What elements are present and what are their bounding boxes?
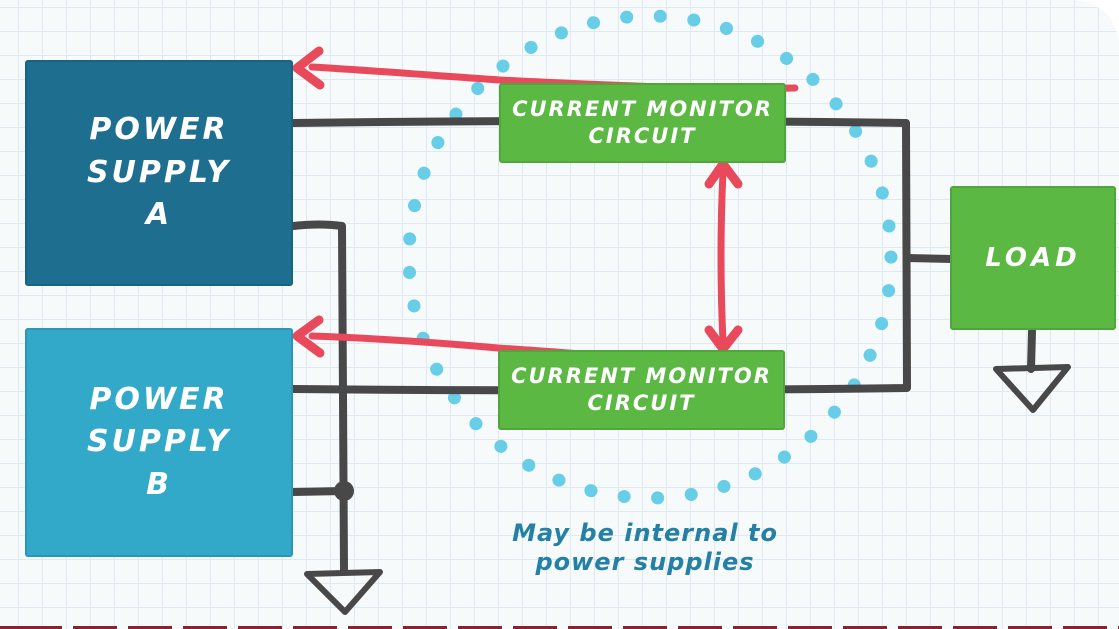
arrowhead-down-icon	[704, 325, 743, 354]
monitor-link-arrow	[717, 168, 727, 346]
ground-icon	[304, 569, 383, 615]
current-monitor-top-box: CURRENT MONITOR CIRCUIT	[499, 83, 786, 163]
power-supply-b-label-line2: SUPPLY	[86, 424, 232, 460]
bottom-dashed-line	[0, 626, 1119, 629]
wire-psa-return	[289, 220, 348, 574]
current-monitor-bottom-box: CURRENT MONITOR CIRCUIT	[498, 350, 785, 430]
load-label: LOAD	[985, 243, 1081, 273]
power-supply-a-box: POWER SUPPLY A	[25, 60, 293, 286]
arrowhead-up-icon	[704, 159, 743, 189]
load-box: LOAD	[950, 186, 1116, 330]
annotation-note-line2: power supplies	[535, 548, 755, 577]
annotation-note: May be internal to power supplies	[450, 519, 840, 578]
wire-load-stub	[903, 254, 956, 263]
power-supply-a-label-line3: A	[145, 197, 173, 233]
power-supply-b-box: POWER SUPPLY B	[25, 328, 293, 557]
current-monitor-top-line2: CIRCUIT	[588, 124, 697, 148]
power-supply-a-label-line2: SUPPLY	[86, 154, 232, 190]
ground-icon	[993, 364, 1071, 413]
current-monitor-bottom-line1: CURRENT MONITOR	[511, 363, 772, 388]
annotation-note-line1: May be internal to	[512, 519, 778, 547]
arrowhead-left-icon	[292, 46, 325, 90]
power-supply-a-label-line1: POWER	[89, 112, 229, 148]
arrowhead-left-icon	[292, 315, 325, 358]
dashed-boundary-circle	[402, 9, 898, 505]
wire-load-ground	[1027, 327, 1036, 373]
junction-dot	[334, 481, 354, 501]
current-monitor-bottom-line2: CIRCUIT	[587, 391, 696, 415]
current-monitor-top-line1: CURRENT MONITOR	[512, 96, 773, 121]
power-supply-b-label-line3: B	[146, 466, 172, 502]
power-supply-b-label-line1: POWER	[89, 381, 229, 417]
